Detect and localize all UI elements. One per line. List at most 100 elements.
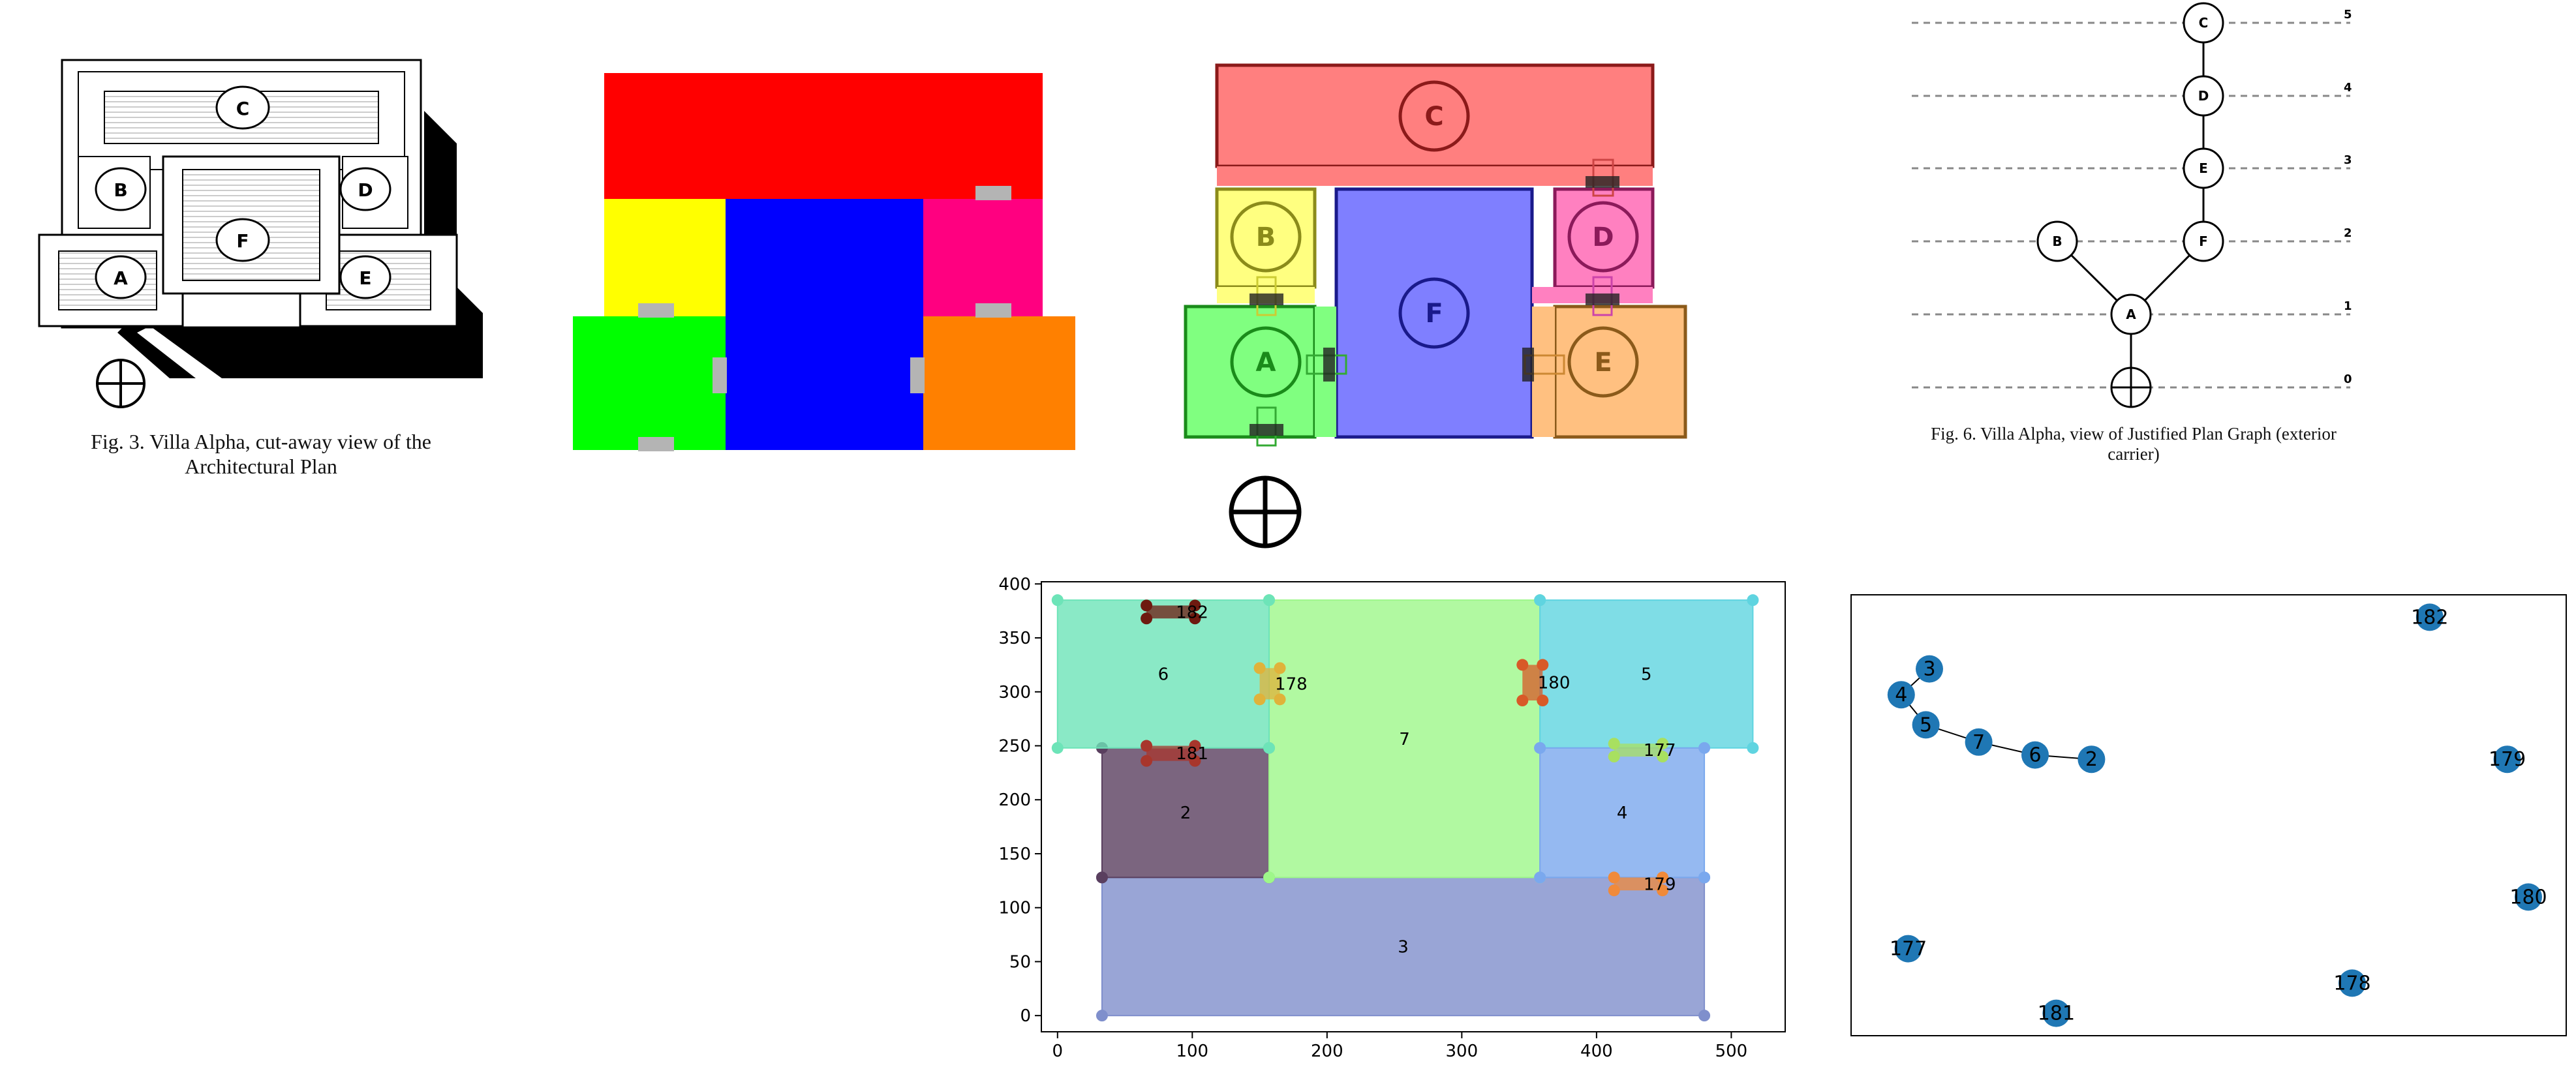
color-room-green xyxy=(573,316,726,450)
y-tick-label: 100 xyxy=(998,899,1031,918)
door-polygon xyxy=(1614,877,1663,891)
x-tick-label: 200 xyxy=(1311,1042,1343,1061)
jpg-caption: Fig. 6. Villa Alpha, view of Justified P… xyxy=(1905,424,2362,464)
svg-text:A: A xyxy=(2126,307,2136,322)
room-label: 5 xyxy=(1641,665,1652,684)
door-vertex-point xyxy=(1516,659,1529,671)
jpg-node-F: F xyxy=(2183,220,2224,262)
y-tick-label: 50 xyxy=(1009,952,1031,972)
network-node xyxy=(2042,999,2070,1027)
network-node xyxy=(2021,741,2049,769)
svg-text:B: B xyxy=(114,179,127,201)
door-marker xyxy=(910,357,925,393)
network-node xyxy=(2415,603,2444,631)
door-connector xyxy=(1586,158,1619,197)
x-tick-label: 500 xyxy=(1715,1042,1748,1061)
door-polygon xyxy=(1146,605,1195,619)
door-vertex-point xyxy=(1274,693,1286,706)
network-node xyxy=(2493,745,2521,774)
svg-text:E: E xyxy=(2199,160,2208,176)
door-label: 181 xyxy=(1176,744,1208,764)
vertex-point xyxy=(1534,871,1546,884)
door-marker xyxy=(975,186,1011,200)
svg-text:C: C xyxy=(2199,15,2209,31)
door-vertex-point xyxy=(1537,695,1549,707)
vertex-point xyxy=(1747,594,1759,607)
y-tick-label: 0 xyxy=(1020,1006,1031,1026)
door-label: 182 xyxy=(1176,603,1208,622)
door-marker xyxy=(713,357,727,393)
network-node-label: 179 xyxy=(2489,748,2526,771)
jpg-level-4: 4 xyxy=(2344,81,2352,95)
door-polygon xyxy=(1146,745,1195,761)
door-polygon xyxy=(1522,665,1543,701)
jpg-node-E: E xyxy=(2183,147,2224,189)
y-tick-label: 350 xyxy=(998,629,1031,648)
svg-text:B: B xyxy=(2052,233,2062,249)
svg-text:D: D xyxy=(1592,222,1614,252)
door-vertex-point xyxy=(1253,693,1266,706)
vertex-point xyxy=(1534,594,1546,607)
vertex-point xyxy=(1698,1010,1711,1022)
jpg-node-A: A xyxy=(2110,293,2152,335)
door-vertex-point xyxy=(1608,751,1620,763)
network-node xyxy=(2338,969,2366,997)
jpg-caption-line2: carrier) xyxy=(2108,444,2160,464)
y-tick-label: 300 xyxy=(998,683,1031,702)
door-vertex-point xyxy=(1608,871,1620,884)
y-tick-label: 150 xyxy=(998,845,1031,864)
plan-label-E: E xyxy=(1567,326,1639,398)
vertex-point xyxy=(1747,742,1759,754)
svg-text:F: F xyxy=(2199,233,2208,249)
door-vertex-point xyxy=(1189,599,1201,612)
network-node-label: 5 xyxy=(1920,714,1932,736)
jpg-level-2: 2 xyxy=(2344,226,2352,240)
vertex-point xyxy=(1263,594,1276,607)
color-room-orange xyxy=(923,316,1075,450)
jpg-level-1: 1 xyxy=(2344,299,2352,313)
network-node-label: 7 xyxy=(1972,731,1985,754)
network-node-label: 2 xyxy=(2085,748,2098,771)
vertex-point xyxy=(1096,871,1108,884)
vertex-point xyxy=(1698,742,1711,754)
network-node-label: 182 xyxy=(2411,606,2448,629)
door-connector xyxy=(1522,348,1565,382)
network-node xyxy=(1887,681,1915,709)
room-label: 7 xyxy=(1399,730,1410,749)
jpg-level-5: 5 xyxy=(2344,8,2352,22)
plan-label-C: C xyxy=(1398,80,1470,152)
fig3-room-D: D xyxy=(339,167,391,211)
plan-label-B: B xyxy=(1230,201,1302,273)
fig3-room-A: A xyxy=(95,255,147,299)
jpg-caption-line1: Fig. 6. Villa Alpha, view of Justified P… xyxy=(1931,424,2337,443)
vertex-point xyxy=(1263,742,1276,754)
vertex-point xyxy=(1698,871,1711,884)
plan-label-D: D xyxy=(1567,201,1639,273)
fig3-caption-line1: Fig. 3. Villa Alpha, cut-away view of th… xyxy=(91,430,431,453)
color-plan-panel xyxy=(568,72,1090,457)
x-tick-label: 100 xyxy=(1176,1042,1208,1061)
svg-text:D: D xyxy=(2198,88,2209,104)
svg-text:D: D xyxy=(358,179,373,201)
plan-label-A: A xyxy=(1230,326,1302,398)
door-connector xyxy=(1250,276,1283,316)
door-vertex-point xyxy=(1189,755,1201,767)
cutaway-plan-drawing: C B D F A E xyxy=(38,59,483,408)
color-room-red xyxy=(604,73,1043,201)
room-label: 6 xyxy=(1158,665,1169,684)
fig3-room-B: B xyxy=(95,167,147,211)
svg-text:A: A xyxy=(114,267,128,289)
network-node xyxy=(2078,745,2106,774)
svg-text:C: C xyxy=(236,98,250,119)
door-vertex-point xyxy=(1537,659,1549,671)
x-tick-label: 0 xyxy=(1052,1042,1064,1061)
jpg-level-0: 0 xyxy=(2344,372,2352,386)
door-label: 178 xyxy=(1275,674,1308,694)
color-room-magenta xyxy=(923,199,1043,316)
jpg-node-C: C xyxy=(2183,2,2224,44)
exterior-carrier-icon xyxy=(2110,367,2152,408)
color-room-yellow xyxy=(604,199,726,316)
